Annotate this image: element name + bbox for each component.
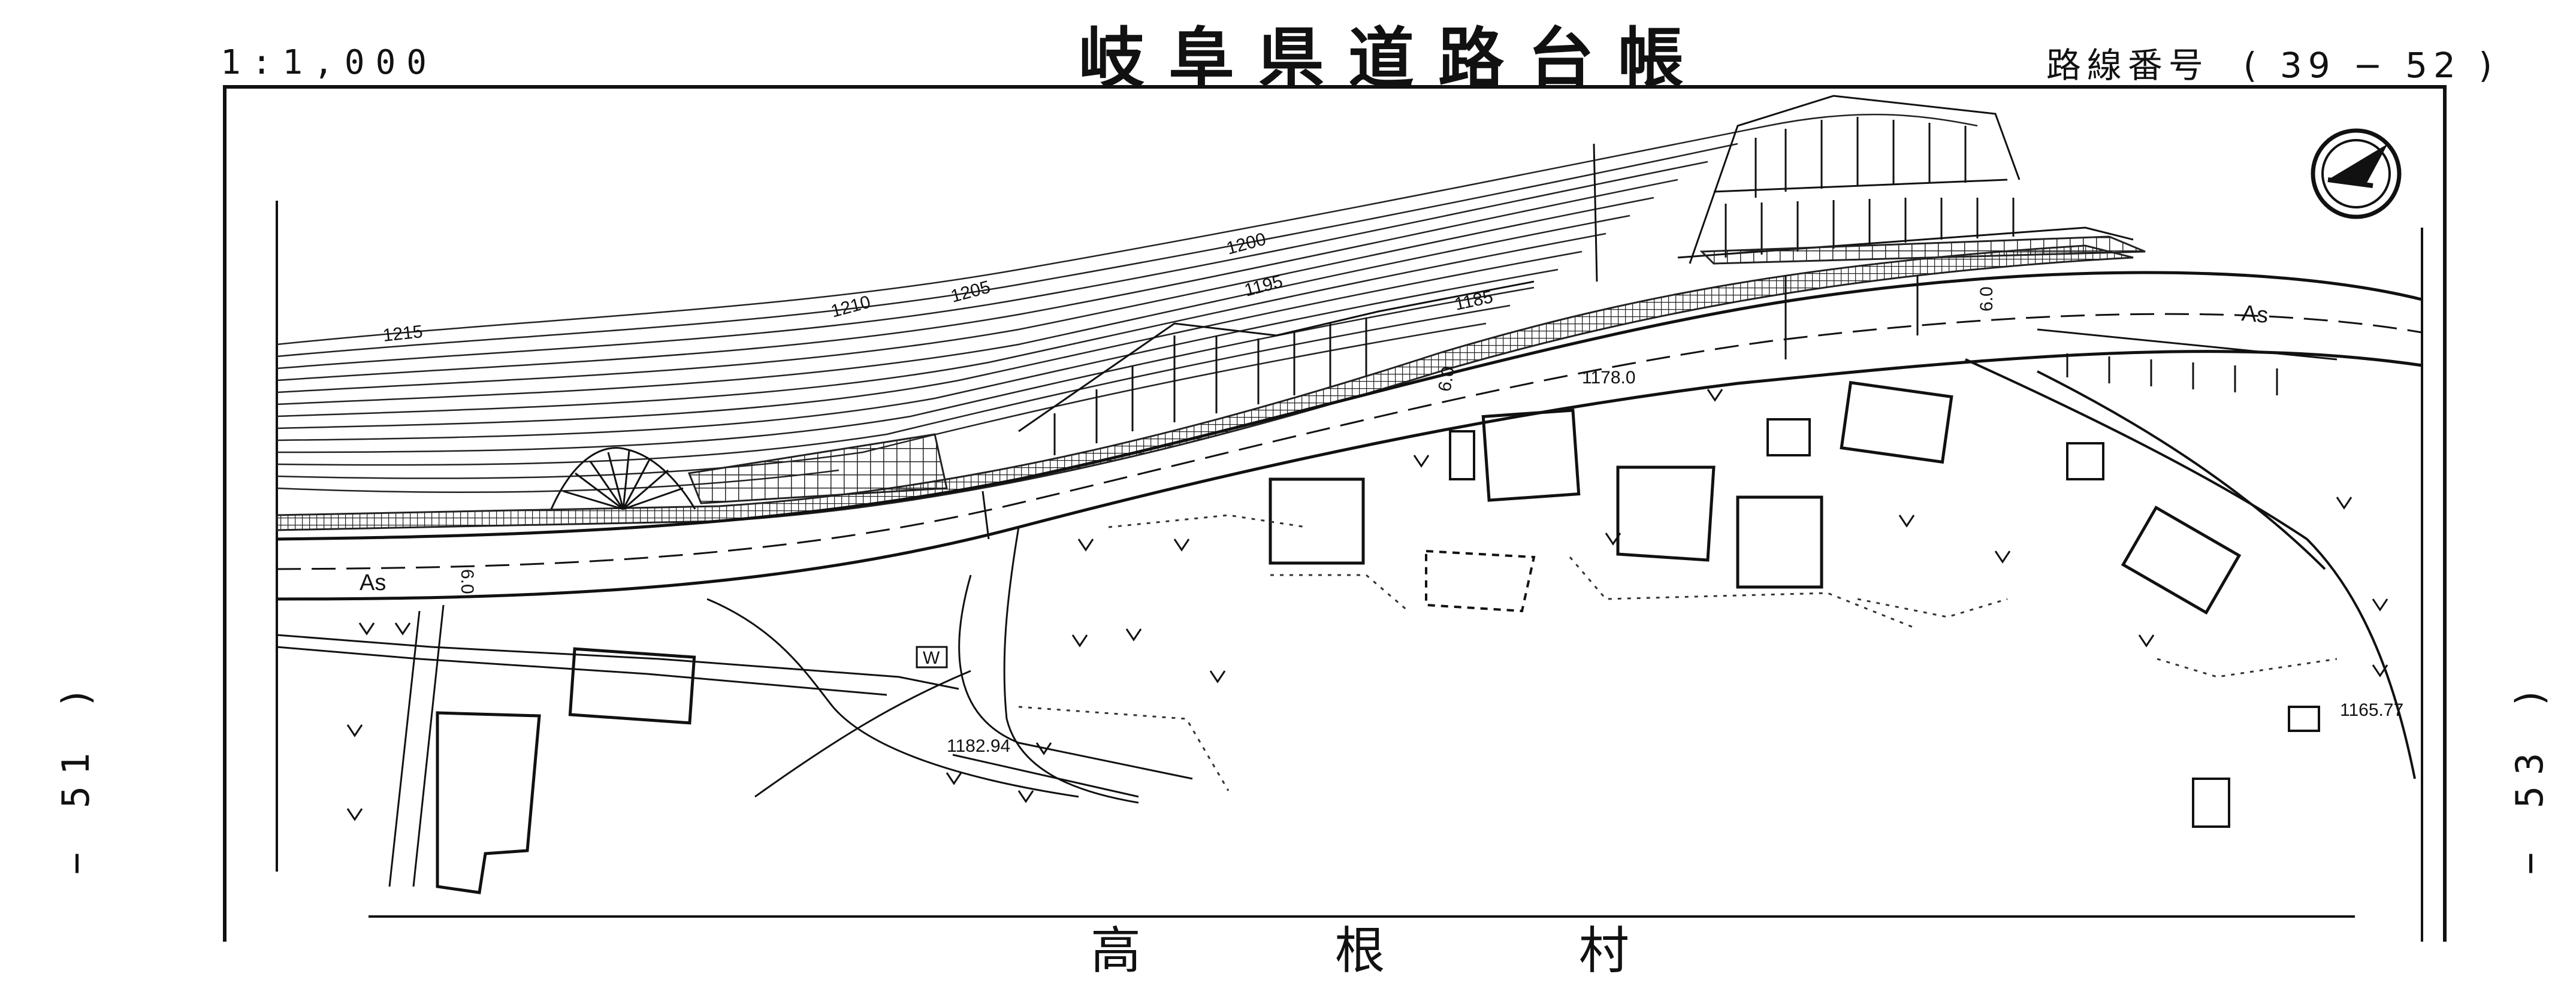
contour-label-1210: 1210 — [829, 292, 872, 322]
elevation-1182: 1182.94 — [947, 736, 1010, 756]
route-number: 路線番号 ( 39 − 52 ) — [2046, 37, 2498, 87]
contour-lines — [276, 113, 1978, 493]
side-road — [1965, 358, 2416, 779]
road-map: 1215 1210 1205 1200 1195 1185 1178.0 118… — [223, 85, 2447, 942]
contour-label-1195: 1195 — [1242, 271, 1285, 301]
map-frame — [223, 85, 2447, 942]
cross-sections — [982, 143, 1919, 540]
fan-slope — [550, 447, 696, 510]
surface-label-left: As — [360, 570, 386, 595]
footer-village-name: 高 根 村 — [1091, 921, 1683, 980]
road-edge-north — [276, 271, 2423, 541]
surface-label-right: As — [2240, 301, 2269, 328]
lot-boundaries — [1018, 514, 2338, 791]
route-label: 路線番号 — [2046, 45, 2209, 86]
contour-label-1205: 1205 — [949, 277, 992, 307]
map-inner-frame — [276, 201, 2423, 942]
road-width-left: 6.0 — [457, 569, 477, 594]
road-edge-south — [276, 350, 2423, 601]
road — [276, 271, 2423, 779]
north-arrow-icon — [2311, 128, 2402, 219]
retaining-wall — [276, 235, 2146, 531]
road-width-right: 6.0 — [1977, 286, 1997, 311]
map-scale: 1:1,000 — [221, 43, 438, 82]
cut-slope — [1018, 95, 2338, 455]
route-number-value: ( 39 − 52 ) — [2243, 45, 2498, 86]
structure-w-label: W — [923, 648, 940, 668]
buildings — [436, 380, 2320, 894]
local-roads — [276, 527, 1193, 887]
field-symbols — [346, 389, 2388, 821]
road-width-mid: 6.0 — [1435, 365, 1458, 393]
page-title: 岐阜県道路台帳 — [1079, 20, 1708, 97]
structure-w-box — [916, 646, 948, 669]
contour-label-1215: 1215 — [382, 322, 424, 346]
elevation-1178: 1178.0 — [1582, 368, 1636, 388]
elevation-1165: 1165.77 — [2340, 700, 2403, 720]
spot-height-1185: 1185 — [1453, 287, 1495, 314]
road-centerline — [276, 313, 2423, 570]
